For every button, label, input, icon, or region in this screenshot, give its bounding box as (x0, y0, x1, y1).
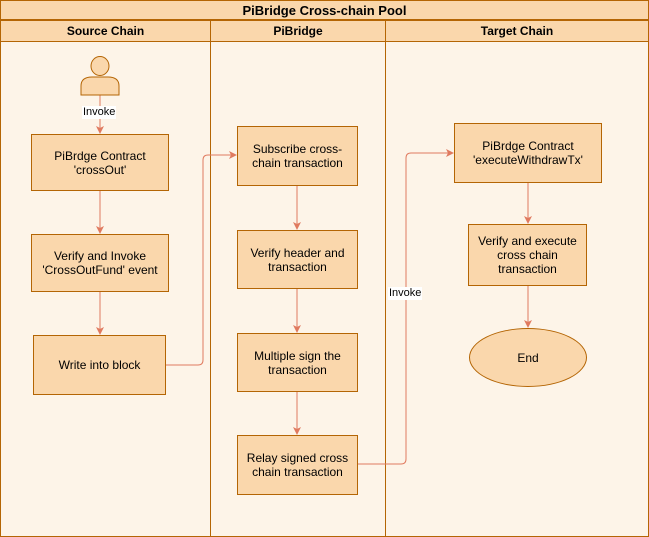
user-actor (80, 56, 120, 101)
person-icon (80, 56, 120, 96)
node-crossout-contract[interactable]: PiBrdge Contract 'crossOut' (31, 134, 169, 191)
node-end[interactable]: End (469, 328, 587, 387)
node-verify-invoke[interactable]: Verify and Invoke 'CrossOutFund' event (31, 234, 169, 292)
pool-title: PiBridge Cross-chain Pool (0, 0, 649, 20)
node-verify-header[interactable]: Verify header and transaction (237, 230, 358, 289)
edge-label-invoke-user: Invoke (82, 106, 117, 119)
node-multiple-sign[interactable]: Multiple sign the transaction (237, 333, 358, 392)
edge-label-invoke-target: Invoke (388, 287, 423, 300)
lane-pibridge-title: PiBridge (211, 21, 385, 42)
lane-source-chain-title: Source Chain (1, 21, 210, 42)
node-execute-withdraw[interactable]: PiBrdge Contract 'executeWithdrawTx' (454, 123, 602, 183)
node-subscribe[interactable]: Subscribe cross-chain transaction (237, 126, 358, 186)
node-verify-execute[interactable]: Verify and execute cross chain transacti… (468, 224, 587, 286)
node-write-block[interactable]: Write into block (33, 335, 166, 395)
lane-target-chain-title: Target Chain (386, 21, 648, 42)
node-relay-signed[interactable]: Relay signed cross chain transaction (237, 435, 358, 495)
